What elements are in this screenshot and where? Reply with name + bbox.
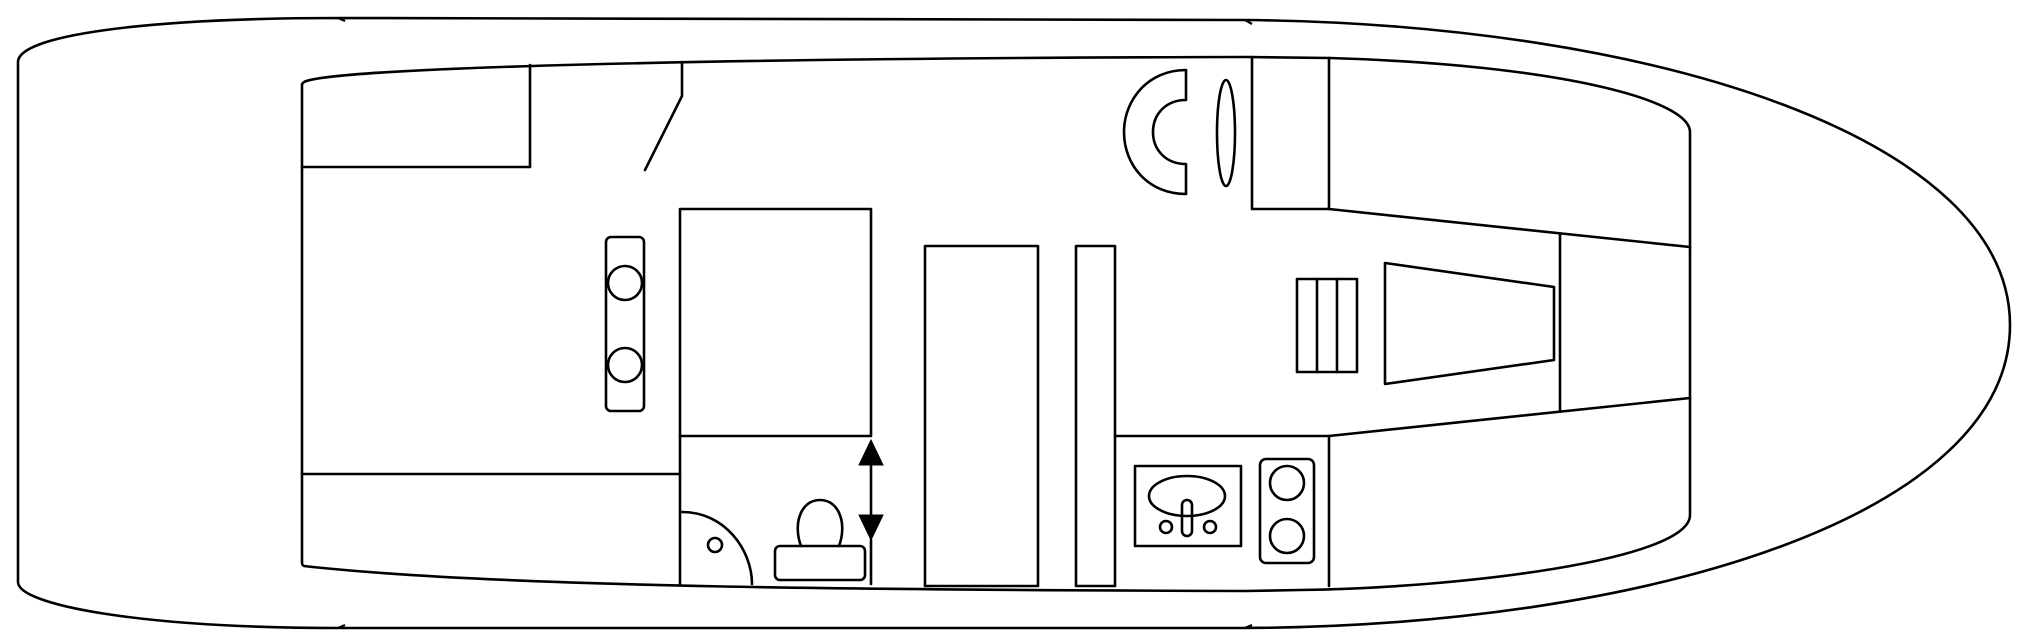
forward-hatch bbox=[1383, 261, 1556, 386]
access-arrow bbox=[858, 438, 884, 586]
berth bbox=[678, 207, 873, 438]
hull-outline bbox=[16, 16, 2012, 630]
helm-seat bbox=[1250, 55, 1331, 211]
toilet bbox=[773, 498, 867, 582]
cooktop-stove bbox=[1258, 457, 1316, 565]
aft-locker bbox=[300, 63, 532, 169]
steering-wheel bbox=[1122, 68, 1237, 196]
deck-outline bbox=[300, 55, 1692, 593]
forward-berth bbox=[1327, 207, 1692, 438]
aft-cockpit-table bbox=[604, 235, 646, 413]
shower-door-arc bbox=[680, 510, 754, 586]
cabin-door bbox=[643, 60, 684, 172]
companionway bbox=[923, 244, 1040, 588]
shower-drain bbox=[706, 536, 724, 554]
hatch-grid bbox=[1295, 277, 1359, 374]
galley-sink bbox=[1133, 464, 1243, 548]
bulkhead-panel bbox=[1074, 244, 1117, 588]
